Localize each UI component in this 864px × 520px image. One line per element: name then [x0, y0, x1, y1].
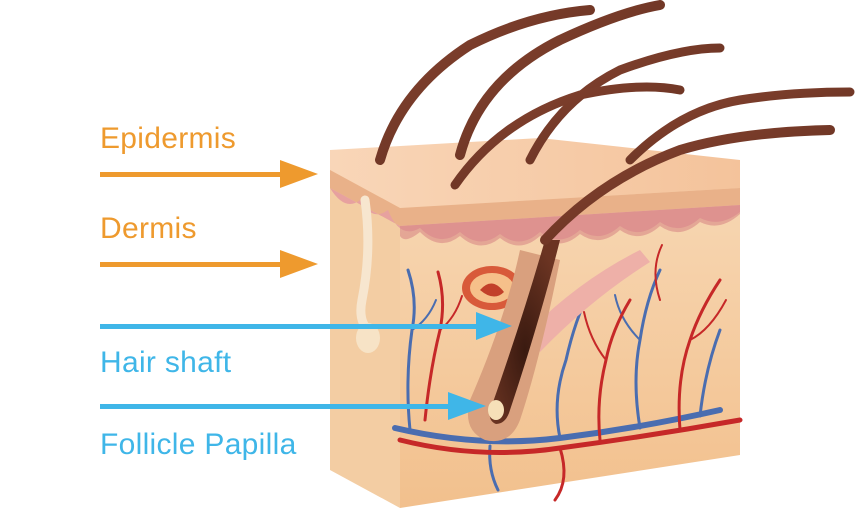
follicle-papilla [488, 400, 504, 420]
epidermis-label: Epidermis [100, 122, 237, 155]
arteries [397, 244, 743, 502]
epidermis-band [330, 170, 740, 226]
dermis-band-shade [400, 205, 740, 246]
hair-shaft-arrow [100, 312, 512, 340]
sweat-duct [356, 195, 373, 335]
hair-root [489, 240, 560, 424]
follicle-papilla-arrow [100, 392, 486, 420]
hair-shaft-label: Hair shaft [100, 346, 232, 379]
sebaceous-gland [462, 266, 522, 310]
dermis-label: Dermis [100, 212, 197, 245]
arrector-pili-muscle [530, 250, 650, 352]
follicle-papilla-label: Follicle Papilla [100, 428, 297, 461]
hair-strands [375, 0, 855, 245]
sweat-gland [356, 323, 380, 353]
epidermis-arrow [100, 160, 318, 188]
dermis-arrow [100, 250, 318, 278]
